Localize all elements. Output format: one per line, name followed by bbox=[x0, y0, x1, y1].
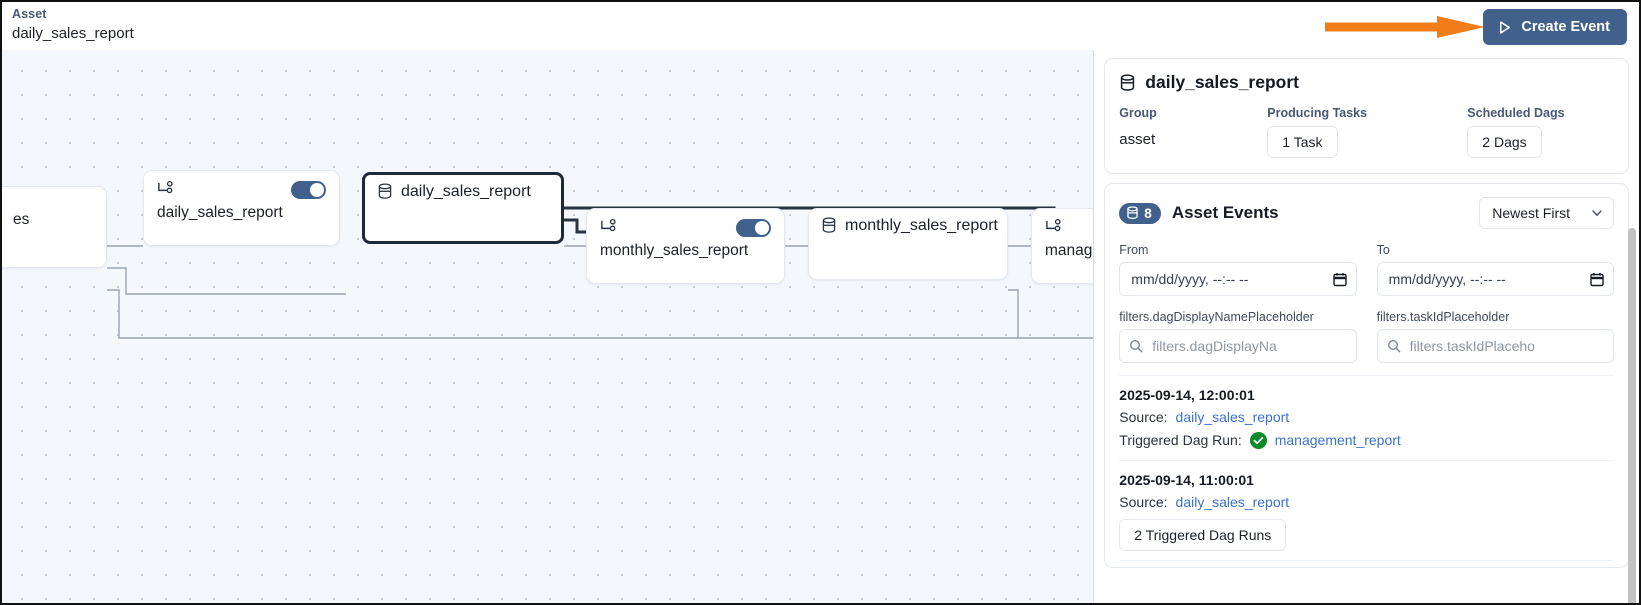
list-item[interactable]: 2025-09-14, 12:00:01 Source: daily_sales… bbox=[1119, 375, 1614, 460]
from-datetime-input[interactable]: mm/dd/yyyy, --:-- -- bbox=[1119, 262, 1357, 296]
task-filter-label: filters.taskIdPlaceholder bbox=[1376, 310, 1510, 324]
triggered-dag-run-link[interactable]: management_report bbox=[1274, 432, 1401, 448]
event-source-row: Source: daily_sales_report bbox=[1119, 491, 1614, 513]
event-triggered-row: Triggered Dag Run: management_report bbox=[1119, 429, 1614, 451]
search-filter-row: filters.dagDisplayNamePlaceholder filter… bbox=[1119, 308, 1615, 363]
calendar-icon[interactable] bbox=[1332, 272, 1347, 287]
top-bar: Asset daily_sales_report Create Event bbox=[2, 2, 1639, 50]
asset-summary-card: daily_sales_report Group asset Producing… bbox=[1104, 58, 1629, 174]
graph-node-dag-monthly-sales-report[interactable]: monthly_sales_report bbox=[586, 208, 785, 284]
asset-events-list: 2025-09-14, 12:00:01 Source: daily_sales… bbox=[1119, 375, 1614, 567]
page-content: es daily_sales_report daily_s bbox=[2, 50, 1639, 603]
dag-icon bbox=[1046, 218, 1061, 232]
triggered-label: Triggered Dag Run: bbox=[1119, 432, 1242, 448]
triggered-dag-runs-button[interactable]: 2 Triggered Dag Runs bbox=[1119, 519, 1287, 551]
list-item[interactable]: 2025-09-14, 10:16:49 Source: daily_sales… bbox=[1119, 560, 1614, 567]
database-icon bbox=[822, 217, 836, 233]
dag-pause-toggle[interactable] bbox=[736, 219, 771, 237]
stat-producing-tasks: Producing Tasks 1 Task bbox=[1267, 105, 1467, 158]
breadcrumb-value: daily_sales_report bbox=[12, 25, 134, 42]
from-filter: From mm/dd/yyyy, --:-- -- bbox=[1119, 241, 1357, 296]
asset-detail-panel: daily_sales_report Group asset Producing… bbox=[1094, 50, 1639, 603]
graph-node-label: manag bbox=[1045, 242, 1093, 259]
graph-node-dag-daily-sales-report[interactable]: daily_sales_report bbox=[143, 170, 340, 246]
dag-pause-toggle[interactable] bbox=[291, 181, 326, 199]
database-icon bbox=[378, 183, 392, 199]
source-label: Source: bbox=[1119, 494, 1168, 510]
asset-title-row: daily_sales_report bbox=[1119, 72, 1614, 93]
to-placeholder: mm/dd/yyyy, --:-- -- bbox=[1388, 271, 1506, 287]
asset-events-card: 8 Asset Events Newest First From m bbox=[1104, 183, 1629, 568]
graph-node-dag-clipped[interactable]: es bbox=[2, 186, 107, 268]
dag-name-filter: filters.dagDisplayNamePlaceholder filter… bbox=[1119, 308, 1357, 363]
graph-edges bbox=[107, 206, 1094, 339]
source-link[interactable]: daily_sales_report bbox=[1175, 409, 1290, 425]
producing-tasks-button[interactable]: 1 Task bbox=[1267, 126, 1338, 158]
stat-label: Group bbox=[1119, 106, 1157, 120]
stat-label: Scheduled Dags bbox=[1467, 106, 1565, 120]
dag-filter-placeholder: filters.dagDisplayNa bbox=[1152, 338, 1277, 354]
graph-node-dag-management-report[interactable]: manag bbox=[1031, 208, 1094, 284]
dag-icon bbox=[158, 180, 173, 194]
graph-node-label: daily_sales_report bbox=[157, 204, 283, 221]
to-label: To bbox=[1376, 243, 1390, 257]
event-timestamp: 2025-09-14, 12:00:01 bbox=[1119, 387, 1255, 403]
stat-label: Producing Tasks bbox=[1267, 106, 1368, 120]
event-source-row: Source: daily_sales_report bbox=[1119, 406, 1614, 428]
graph-node-asset-daily-sales-report[interactable]: daily_sales_report bbox=[362, 172, 564, 244]
graph-node-label: daily_sales_report bbox=[401, 183, 531, 200]
from-label: From bbox=[1119, 243, 1149, 257]
date-filter-row: From mm/dd/yyyy, --:-- -- To bbox=[1119, 241, 1615, 296]
sort-order-select[interactable]: Newest First bbox=[1479, 197, 1614, 229]
graph-node-label: monthly_sales_report bbox=[600, 242, 749, 259]
stat-value: asset bbox=[1119, 131, 1156, 148]
graph-node-label: es bbox=[13, 211, 30, 228]
calendar-icon[interactable] bbox=[1590, 272, 1604, 287]
to-datetime-input[interactable]: mm/dd/yyyy, --:-- -- bbox=[1376, 262, 1615, 296]
from-placeholder: mm/dd/yyyy, --:-- -- bbox=[1131, 271, 1249, 287]
chevron-down-icon bbox=[1592, 210, 1602, 217]
sort-order-value: Newest First bbox=[1492, 205, 1570, 221]
page-title: daily_sales_report bbox=[1145, 72, 1299, 92]
scheduled-dags-button[interactable]: 2 Dags bbox=[1467, 126, 1542, 158]
search-icon bbox=[1130, 339, 1143, 353]
panel-scrollbar-thumb[interactable] bbox=[1628, 228, 1636, 603]
task-filter-placeholder: filters.taskIdPlaceho bbox=[1409, 338, 1535, 354]
event-timestamp: 2025-09-14, 11:00:01 bbox=[1119, 472, 1254, 488]
play-icon bbox=[1500, 20, 1511, 34]
dag-filter-label: filters.dagDisplayNamePlaceholder bbox=[1119, 310, 1314, 324]
breadcrumb: Asset daily_sales_report bbox=[12, 6, 134, 44]
asset-events-count-badge: 8 bbox=[1119, 202, 1161, 224]
task-id-search-input[interactable]: filters.taskIdPlaceho bbox=[1376, 329, 1615, 363]
asset-events-title: Asset Events bbox=[1171, 203, 1279, 222]
stat-scheduled-dags: Scheduled Dags 2 Dags bbox=[1467, 105, 1639, 158]
success-check-icon bbox=[1249, 431, 1267, 449]
list-item[interactable]: 2025-09-14, 11:00:01 Source: daily_sales… bbox=[1119, 460, 1614, 560]
source-link[interactable]: daily_sales_report bbox=[1175, 494, 1290, 510]
create-event-button[interactable]: Create Event bbox=[1483, 9, 1627, 45]
breadcrumb-label: Asset bbox=[12, 7, 47, 21]
panel-scrollbar[interactable] bbox=[1628, 228, 1636, 603]
stat-group: Group asset bbox=[1119, 105, 1267, 158]
asset-events-count: 8 bbox=[1144, 205, 1152, 221]
graph-node-asset-monthly-sales-report[interactable]: monthly_sales_report bbox=[808, 208, 1008, 280]
database-icon bbox=[1127, 206, 1138, 220]
search-icon bbox=[1387, 339, 1401, 353]
graph-node-label: monthly_sales_report bbox=[845, 217, 998, 234]
asset-stats: Group asset Producing Tasks 1 Task Sched… bbox=[1119, 105, 1614, 158]
dag-icon bbox=[601, 218, 616, 232]
to-filter: To mm/dd/yyyy, --:-- -- bbox=[1376, 241, 1615, 296]
asset-graph-canvas[interactable]: es daily_sales_report daily_s bbox=[2, 50, 1095, 603]
annotation-arrow bbox=[1325, 16, 1485, 38]
asset-events-header: 8 Asset Events Newest First bbox=[1119, 197, 1614, 229]
create-event-label: Create Event bbox=[1521, 19, 1610, 35]
dag-name-search-input[interactable]: filters.dagDisplayNa bbox=[1119, 329, 1357, 363]
task-id-filter: filters.taskIdPlaceholder filters.taskId… bbox=[1376, 308, 1615, 363]
database-icon bbox=[1121, 73, 1135, 91]
source-label: Source: bbox=[1119, 409, 1168, 425]
